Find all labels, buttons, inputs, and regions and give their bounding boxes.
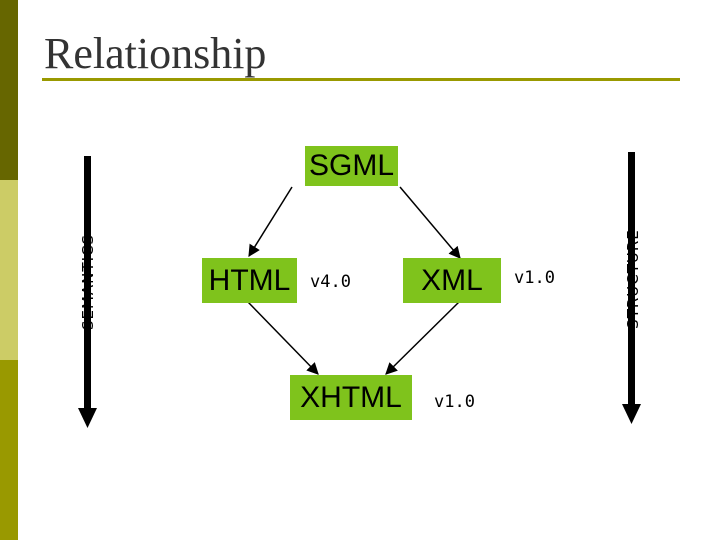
structure-axis-label: STRUCTURE (624, 229, 642, 329)
structure-axis-bar (628, 152, 635, 406)
html-node: HTML (202, 258, 297, 303)
xhtml-version: v1.0 (434, 392, 475, 412)
slide-title: Relationship (44, 29, 267, 78)
sgml-label: SGML (308, 149, 395, 182)
semantics-axis-label: SEMANTICS (79, 234, 97, 331)
html-label: HTML (208, 263, 291, 297)
title-underline (42, 78, 680, 81)
arrow-html-to-xhtml (247, 301, 319, 375)
arrow-sgml-to-xml (399, 186, 461, 259)
structure-axis-arrowhead (622, 404, 641, 424)
semantics-axis-bar (84, 156, 91, 410)
xml-node: XML (403, 258, 501, 303)
html-version: v4.0 (310, 272, 351, 292)
xhtml-node: XHTML (290, 375, 412, 420)
sgml-node: SGML (305, 146, 398, 186)
sidebar-band-top (0, 0, 18, 180)
xml-label: XML (421, 263, 483, 297)
xhtml-label: XHTML (300, 380, 402, 414)
sidebar-band-bottom (0, 360, 18, 540)
sidebar-band-middle (0, 180, 18, 360)
arrow-xml-to-xhtml (385, 300, 461, 375)
sidebar-decoration (0, 0, 18, 540)
semantics-axis-arrowhead (78, 408, 97, 428)
arrow-sgml-to-html (248, 186, 293, 258)
xml-version: v1.0 (514, 268, 555, 288)
